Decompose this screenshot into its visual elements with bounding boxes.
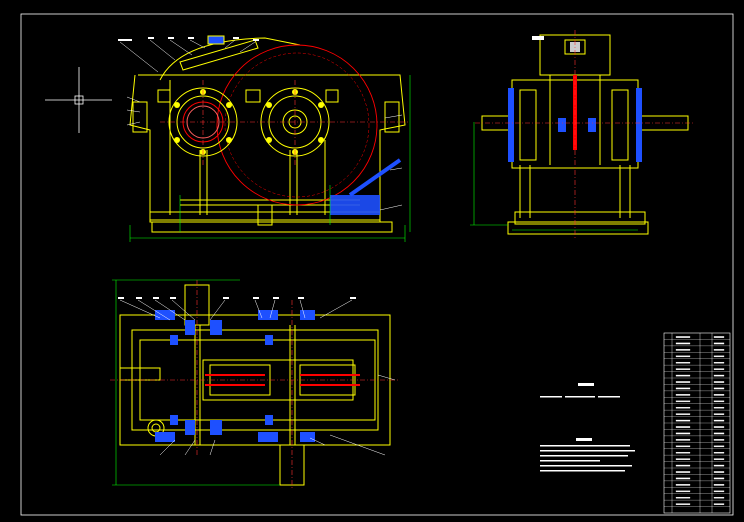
title-block-cell-mark [713, 394, 725, 396]
title-block-cell-mark [675, 484, 691, 486]
title-block-cell-mark [675, 503, 691, 505]
title-block-cell-mark [675, 445, 691, 448]
title-block-cell-mark [713, 349, 725, 351]
drawing-frame [20, 13, 734, 516]
title-block-cell-mark [675, 458, 691, 460]
title-block-cell-mark [713, 503, 725, 505]
title-block-cell-mark [675, 477, 691, 480]
title-block-cell-mark [713, 496, 725, 499]
title-block-cell-mark [675, 336, 691, 338]
title-block-cell-mark [713, 432, 725, 435]
title-block-cell-mark [675, 406, 691, 409]
title-block-cell-mark [713, 368, 725, 370]
title-block-cell-mark [675, 361, 691, 364]
crosshair-icon [45, 67, 112, 133]
title-block-cell-mark [675, 419, 691, 422]
title-block-cell-mark [713, 419, 725, 422]
title-block-cell-mark [675, 490, 691, 493]
title-block-cell-mark [713, 451, 725, 454]
title-block-cell-mark [713, 484, 725, 486]
technical-notes [540, 383, 635, 472]
title-block-cell-mark [675, 439, 691, 441]
title-block-cell-mark [675, 471, 691, 473]
title-block-cell-mark [675, 394, 691, 396]
title-block-cell-mark [675, 374, 691, 377]
title-block-cell-mark [713, 464, 725, 467]
title-block-cell-mark [713, 381, 725, 383]
title-block-cell-mark [675, 349, 691, 351]
title-block-cell-mark [713, 413, 725, 415]
title-block-cell-mark [675, 368, 691, 370]
title-block-cell-mark [713, 387, 725, 390]
title-block-cell-mark [713, 374, 725, 377]
title-block-cell-mark [713, 400, 725, 403]
front-view[interactable] [118, 35, 411, 242]
title-block-cell-mark [713, 336, 725, 338]
title-block-cell-mark [713, 361, 725, 364]
title-block-cell-mark [713, 342, 725, 345]
title-block-cell-mark [713, 355, 725, 358]
title-block-cell-mark [713, 490, 725, 493]
title-block-cell-mark [713, 471, 725, 473]
title-block-cell-mark [675, 400, 691, 403]
title-block-cell-mark [713, 477, 725, 480]
title-block-cell-mark [675, 381, 691, 383]
title-block-cell-mark [713, 445, 725, 448]
title-block-cell-mark [713, 406, 725, 409]
title-block-cell-mark [675, 426, 691, 428]
title-block-cell-mark [713, 426, 725, 428]
title-block-cell-mark [675, 464, 691, 467]
title-block-cell-mark [713, 439, 725, 441]
title-block-cell-mark [675, 432, 691, 435]
title-block-cell-mark [713, 458, 725, 460]
side-view[interactable] [470, 30, 695, 240]
top-view[interactable] [110, 279, 400, 490]
title-block-cell-mark [675, 413, 691, 415]
title-block-cell-mark [675, 355, 691, 358]
title-block-cell-mark [675, 451, 691, 454]
title-block-cell-mark [675, 496, 691, 499]
title-block-cell-mark [675, 387, 691, 390]
title-block [663, 332, 731, 514]
title-block-cell-mark [675, 342, 691, 345]
